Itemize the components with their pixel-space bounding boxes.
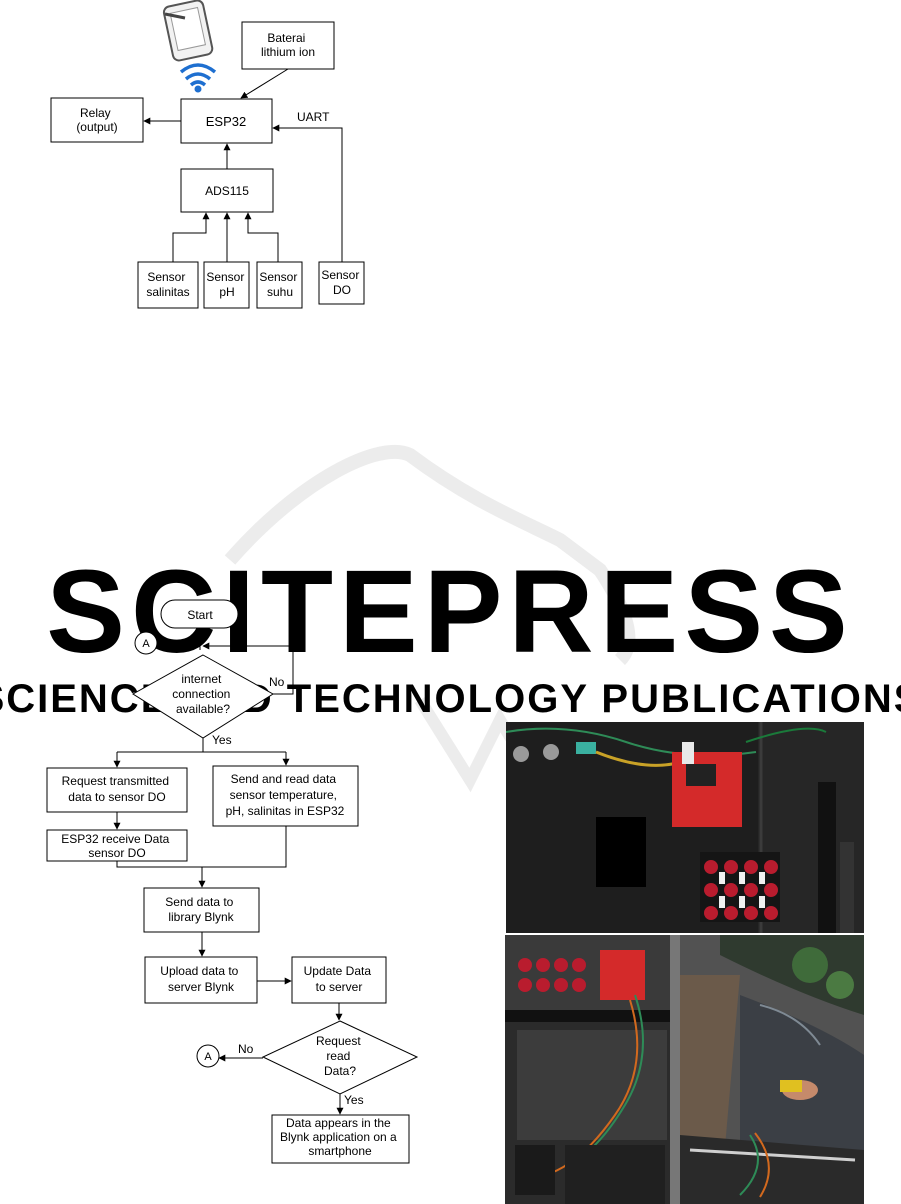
no-label-1: No <box>269 675 285 689</box>
update-label: Update Data to server <box>304 964 375 994</box>
connector-a-bottom <box>196 1044 220 1068</box>
ads-label: ADS115 <box>205 184 249 198</box>
request-do-box <box>46 767 188 813</box>
sensor-suhu-box <box>256 261 303 309</box>
wifi-icon <box>179 63 217 93</box>
sensor-suhu-label: Sensor suhu <box>259 270 300 299</box>
sensor-ph-label: Sensor pH <box>206 270 247 299</box>
sensor-salinitas-label: Sensor salinitas <box>146 270 189 299</box>
connector-a-bottom-label: A <box>204 1051 212 1063</box>
tablet-icon <box>162 0 214 62</box>
request-do-label: Request transmitted data to sensor DO <box>62 774 173 804</box>
upload-label: Upload data to server Blynk <box>160 964 241 994</box>
device-photo-bottom-left-drawing <box>505 935 680 1204</box>
send-read-label: Send and read data sensor temperature, p… <box>226 772 345 818</box>
start-label: Start <box>187 608 213 622</box>
battery-to-esp32-arrow <box>240 68 289 99</box>
no-label-2: No <box>238 1042 254 1056</box>
connector-a-top <box>134 631 158 655</box>
battery-box <box>241 21 335 70</box>
device-photo-bottom-left <box>505 935 680 1204</box>
esp32-label: ESP32 <box>206 114 246 129</box>
do-to-esp32-arrow <box>272 124 343 262</box>
decision-internet-label: internet connection available? <box>172 672 233 716</box>
esp-receive-label: ESP32 receive Data sensor DO <box>61 832 172 860</box>
sensor-salinitas-box <box>137 261 199 309</box>
relay-box <box>50 97 144 143</box>
relay-label: Relay (output) <box>76 106 117 134</box>
appears-box <box>271 1114 410 1164</box>
device-photo-top <box>506 722 864 933</box>
sensor-do-box <box>318 261 365 305</box>
device-photo-top-drawing <box>506 722 864 933</box>
device-photo-bottom-right-drawing <box>680 935 864 1204</box>
salinitas-to-ads-arrow <box>172 212 210 262</box>
send-blynk-label: Send data to library Blynk <box>165 895 236 924</box>
connector-a-top-label: A <box>142 638 150 650</box>
appears-label: Data appears in the Blynk application on… <box>280 1116 400 1158</box>
yes-label-1: Yes <box>212 733 232 747</box>
suhu-to-ads-arrow <box>244 212 279 262</box>
uart-label: UART <box>297 110 330 124</box>
no-loop-arrow <box>202 642 294 695</box>
yes-label-2: Yes <box>344 1093 364 1107</box>
device-photo-bottom-right <box>680 935 864 1204</box>
battery-label: Baterai lithium ion <box>261 31 315 59</box>
start-terminal <box>160 599 239 629</box>
decision-request-label: Request read Data? <box>316 1034 364 1078</box>
upload-box <box>144 956 258 1004</box>
sensor-do-label: Sensor DO <box>321 268 362 297</box>
